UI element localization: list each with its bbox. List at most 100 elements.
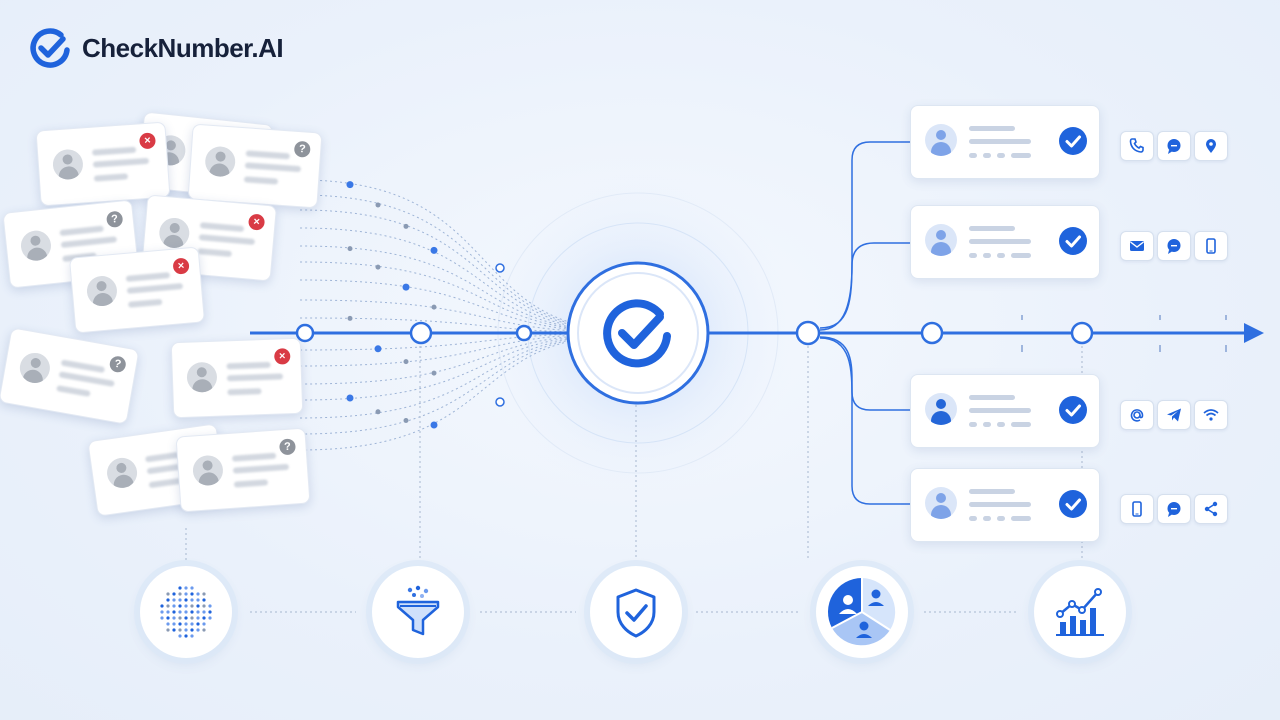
- flow-line: [299, 336, 576, 401]
- raw-data-dots-icon: [160, 586, 212, 638]
- data-dot: [184, 628, 188, 632]
- flow-line: [299, 279, 576, 331]
- data-dot: [178, 610, 182, 614]
- contact-avatar-icon: [925, 124, 957, 156]
- data-dot: [184, 616, 188, 620]
- stage-raw-data: [140, 566, 232, 658]
- flow-particle: [403, 418, 409, 423]
- contact-avatar-icon: [925, 393, 957, 425]
- data-dot: [178, 604, 182, 608]
- flow-line: [299, 179, 576, 325]
- unknown-status-icon: ?: [278, 438, 297, 456]
- chat-icon: [1157, 494, 1191, 524]
- send-icon: [1157, 400, 1191, 430]
- data-dot: [184, 592, 188, 596]
- location-pin-icon: [1194, 131, 1228, 161]
- data-dot: [196, 616, 200, 620]
- flow-line: [299, 317, 576, 333]
- flow-particle: [430, 246, 438, 254]
- invalid-status-icon: ×: [273, 348, 291, 365]
- data-dot: [184, 622, 188, 626]
- stage-growth: [1034, 566, 1126, 658]
- timeline-nodes: [295, 320, 1094, 346]
- contact-avatar-icon: [51, 148, 84, 181]
- data-dot: [166, 610, 170, 614]
- timeline-node: [920, 321, 944, 345]
- flow-line: [299, 334, 576, 367]
- invalid-status-icon: ×: [138, 132, 157, 150]
- flow-line: [299, 261, 576, 330]
- data-dot: [184, 610, 188, 614]
- data-dot: [208, 616, 212, 620]
- flow-particle: [375, 409, 381, 415]
- data-dot: [172, 598, 176, 602]
- data-dot: [196, 604, 200, 608]
- data-dot: [172, 628, 176, 632]
- contact-avatar-icon: [105, 455, 140, 490]
- brand-name: CheckNumber.AI: [82, 32, 284, 63]
- flow-particle: [402, 283, 410, 291]
- flow-particle: [347, 246, 353, 252]
- data-dot: [202, 598, 206, 602]
- data-dot: [178, 628, 182, 632]
- data-dot: [172, 592, 176, 596]
- data-dot: [178, 616, 182, 620]
- flow-particle: [430, 421, 438, 429]
- brand-logo[interactable]: CheckNumber.AI: [28, 26, 284, 70]
- timeline-node: [515, 324, 533, 342]
- contact-avatar-icon: [925, 224, 957, 256]
- output-branches: [819, 141, 910, 505]
- data-dot: [190, 616, 194, 620]
- data-dot: [172, 604, 176, 608]
- flow-line: [299, 337, 576, 419]
- central-verification-node: [566, 261, 710, 405]
- verified-check-icon: [1059, 396, 1087, 424]
- contact-avatar-icon: [17, 350, 53, 386]
- phone-icon: [1120, 131, 1154, 161]
- flow-particle: [431, 304, 437, 310]
- data-dot: [166, 622, 170, 626]
- unknown-status-icon: ?: [105, 210, 124, 229]
- data-dot: [190, 592, 194, 596]
- flow-particle: [346, 181, 354, 189]
- timeline-node: [795, 320, 821, 346]
- flow-particle: [431, 370, 437, 376]
- invalid-status-icon: ×: [172, 257, 190, 275]
- verified-contact-card: [910, 374, 1100, 448]
- flow-particle: [495, 263, 505, 273]
- flow-particle: [375, 202, 381, 208]
- stage-verification: [590, 566, 682, 658]
- wifi-icon: [1194, 400, 1228, 430]
- mobile-icon: [1194, 231, 1228, 261]
- unverified-contact-card: ×: [35, 121, 171, 207]
- flow-line: [299, 209, 576, 327]
- at-sign-icon: [1120, 400, 1154, 430]
- contact-avatar-icon: [191, 454, 224, 487]
- flow-particle: [347, 315, 353, 321]
- data-dot: [196, 622, 200, 626]
- verified-contact-card: [910, 468, 1100, 542]
- flow-line: [299, 339, 576, 451]
- mobile-icon: [1120, 494, 1154, 524]
- data-dot: [166, 604, 170, 608]
- flow-particle: [346, 394, 354, 402]
- data-dot: [190, 604, 194, 608]
- flow-particle: [403, 223, 409, 229]
- data-dot: [172, 610, 176, 614]
- data-dot: [178, 634, 182, 638]
- data-dot: [160, 610, 164, 614]
- data-dot: [190, 634, 194, 638]
- verified-contact-card: [910, 105, 1100, 179]
- data-dot: [190, 598, 194, 602]
- data-dot: [190, 586, 194, 590]
- data-dot: [196, 610, 200, 614]
- flow-line: [299, 335, 576, 385]
- data-dot: [178, 598, 182, 602]
- contact-avatar-icon: [85, 274, 119, 308]
- data-dot: [166, 598, 170, 602]
- brand-check-icon: [30, 28, 70, 68]
- data-dot: [202, 616, 206, 620]
- data-dot: [160, 616, 164, 620]
- data-dot: [196, 592, 200, 596]
